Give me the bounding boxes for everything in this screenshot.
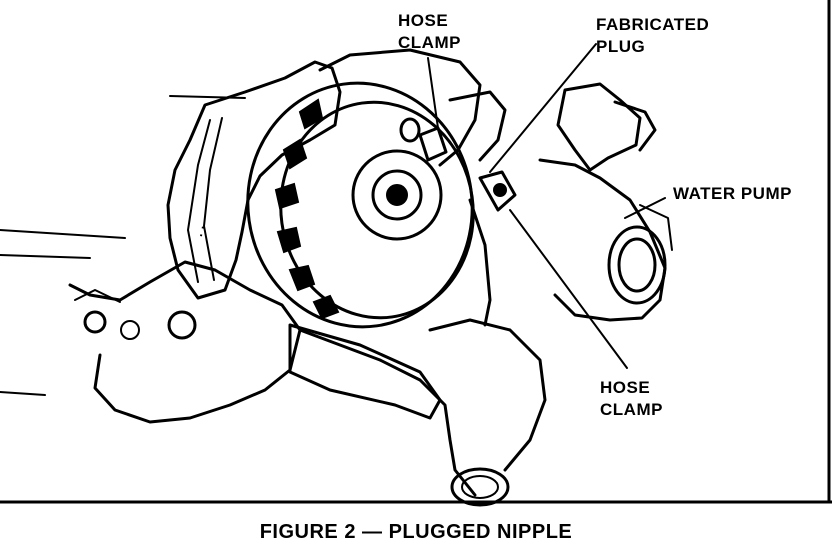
pulley-nut (386, 184, 408, 206)
water-pump-outlet (613, 100, 657, 152)
lower-housing-edge (428, 318, 547, 472)
engine-block-left (68, 260, 302, 424)
label-hose-clamp-bottom-line2: CLAMP (600, 400, 663, 419)
bracket-arm (448, 90, 507, 162)
alternator-fin-edge (203, 117, 223, 281)
engine-edge-line (0, 254, 91, 259)
label-hose-clamp-top: HOSE CLAMP (398, 10, 461, 54)
block-bolt (120, 320, 140, 340)
label-hose-clamp-bottom: HOSE CLAMP (600, 377, 663, 421)
lower-hose-nipple-inner (461, 475, 499, 499)
alternator-fin-edge (187, 119, 211, 283)
lower-hose-nipple (450, 467, 510, 507)
housing-stamp: · · (193, 223, 210, 238)
engine-edge-line (0, 391, 46, 396)
label-hose-clamp-top-line2: CLAMP (398, 33, 461, 52)
block-bolt (167, 310, 197, 340)
timing-cover-edge (298, 328, 477, 497)
block-detail (74, 289, 121, 303)
hose-clamp-top-part (418, 126, 448, 162)
water-pump-upper-housing (556, 82, 642, 172)
alternator-pulley (279, 100, 475, 320)
pulley-hub-inner (371, 169, 423, 221)
water-pump-body (538, 158, 667, 322)
alternator-housing (166, 60, 342, 300)
label-fabricated-plug-line1: FABRICATED (596, 15, 710, 34)
engine-edge-line (0, 229, 126, 239)
label-water-pump: WATER PUMP (673, 183, 792, 205)
label-hose-clamp-bottom-line1: HOSE (600, 378, 651, 397)
leader-water-pump (624, 197, 666, 219)
pulley-hub-outer (351, 149, 443, 241)
hose-run (468, 198, 492, 327)
label-fabricated-plug-line2: PLUG (596, 37, 646, 56)
fabricated-plug (493, 183, 507, 197)
figure-caption: FIGURE 2 — PLUGGED NIPPLE (259, 521, 573, 543)
label-fabricated-plug: FABRICATED PLUG (596, 14, 709, 58)
fan-slots (274, 98, 340, 320)
water-pump-inlet-inner (617, 237, 657, 293)
water-pump-flange (639, 204, 673, 251)
leader-hose-clamp-top (427, 57, 439, 129)
label-hose-clamp-top-line1: HOSE (398, 11, 449, 30)
adjustment-bracket (288, 323, 442, 420)
leader-hose-clamp-bottom (509, 209, 628, 369)
bracket-bolt (399, 117, 421, 143)
label-water-pump-text: WATER PUMP (673, 184, 792, 203)
heater-hose-nipple (478, 170, 517, 212)
leader-fabricated-plug (489, 43, 597, 173)
mounting-bracket (318, 48, 482, 167)
block-bolt (83, 310, 107, 334)
engine-edge-line (169, 95, 246, 99)
